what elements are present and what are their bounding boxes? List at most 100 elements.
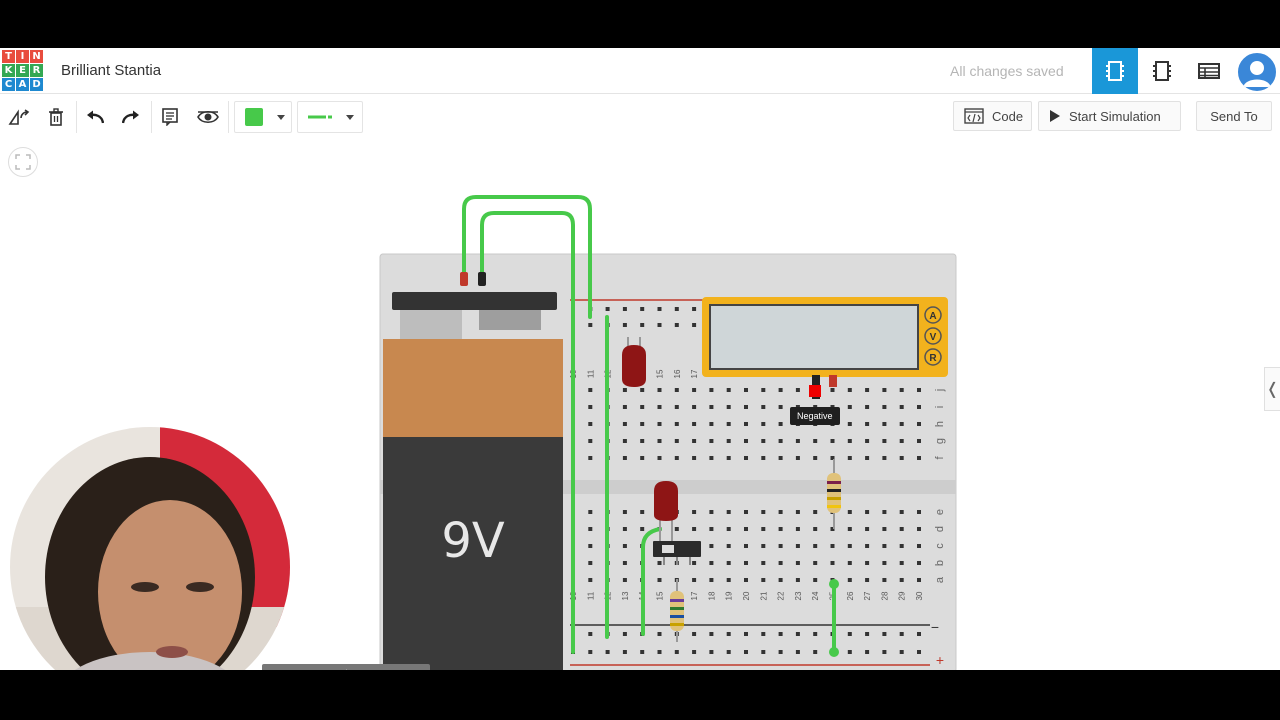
breadboard-hole[interactable] [692, 422, 697, 426]
schematic-view-button[interactable] [1139, 48, 1185, 94]
breadboard-hole[interactable] [847, 527, 852, 531]
breadboard-hole[interactable] [917, 650, 921, 654]
breadboard-hole[interactable] [882, 456, 887, 460]
breadboard-hole[interactable] [917, 632, 921, 636]
breadboard-hole[interactable] [761, 510, 766, 514]
breadboard-hole[interactable] [640, 388, 645, 392]
breadboard-hole[interactable] [640, 650, 645, 654]
breadboard-hole[interactable] [657, 578, 662, 582]
breadboard-hole[interactable] [795, 650, 800, 654]
breadboard-hole[interactable] [674, 650, 679, 654]
breadboard-hole[interactable] [709, 527, 714, 531]
breadboard-hole[interactable] [692, 527, 697, 531]
breadboard-hole[interactable] [761, 632, 766, 636]
breadboard-hole[interactable] [692, 510, 697, 514]
breadboard-hole[interactable] [657, 561, 662, 565]
breadboard-hole[interactable] [622, 388, 627, 392]
breadboard-hole[interactable] [761, 650, 766, 654]
breadboard-hole[interactable] [726, 422, 731, 426]
breadboard-hole[interactable] [865, 544, 870, 548]
breadboard-hole[interactable] [865, 650, 870, 654]
breadboard-hole[interactable] [830, 388, 835, 392]
breadboard-hole[interactable] [709, 632, 714, 636]
breadboard-hole[interactable] [813, 632, 818, 636]
breadboard-hole[interactable] [882, 561, 887, 565]
breadboard-hole[interactable] [865, 527, 870, 531]
breadboard-hole[interactable] [847, 388, 852, 392]
breadboard-hole[interactable] [778, 561, 783, 565]
breadboard-hole[interactable] [622, 561, 627, 565]
breadboard-hole[interactable] [899, 388, 904, 392]
wire-endpoint[interactable] [829, 579, 839, 589]
breadboard-hole[interactable] [882, 650, 887, 654]
breadboard-hole[interactable] [744, 527, 748, 531]
breadboard-hole[interactable] [709, 544, 714, 548]
breadboard-hole[interactable] [674, 439, 679, 443]
breadboard-hole[interactable] [709, 510, 714, 514]
breadboard-hole[interactable] [692, 632, 697, 636]
delete-button[interactable] [42, 105, 70, 129]
breadboard-hole[interactable] [795, 578, 800, 582]
breadboard-hole[interactable] [744, 422, 748, 426]
breadboard-hole[interactable] [795, 439, 800, 443]
breadboard-hole[interactable] [588, 510, 593, 514]
breadboard-hole[interactable] [692, 456, 697, 460]
breadboard-hole[interactable] [622, 307, 627, 311]
breadboard-hole[interactable] [813, 561, 818, 565]
breadboard-hole[interactable] [588, 422, 593, 426]
breadboard-hole[interactable] [640, 439, 645, 443]
breadboard-hole[interactable] [640, 527, 645, 531]
breadboard-hole[interactable] [622, 527, 627, 531]
breadboard-hole[interactable] [657, 307, 662, 311]
breadboard-hole[interactable] [605, 650, 610, 654]
breadboard-hole[interactable] [778, 439, 783, 443]
breadboard-hole[interactable] [692, 561, 697, 565]
breadboard-hole[interactable] [813, 544, 818, 548]
breadboard-hole[interactable] [622, 544, 627, 548]
breadboard-hole[interactable] [674, 323, 679, 327]
breadboard-hole[interactable] [882, 405, 887, 409]
breadboard-hole[interactable] [917, 510, 921, 514]
breadboard-hole[interactable] [692, 388, 697, 392]
breadboard-hole[interactable] [761, 527, 766, 531]
breadboard-hole[interactable] [622, 456, 627, 460]
breadboard-hole[interactable] [882, 439, 887, 443]
send-to-button[interactable]: Send To [1196, 101, 1272, 131]
breadboard-hole[interactable] [778, 405, 783, 409]
breadboard-hole[interactable] [588, 388, 593, 392]
breadboard-hole[interactable] [588, 632, 593, 636]
led-red-top[interactable] [622, 337, 646, 387]
breadboard-hole[interactable] [622, 578, 627, 582]
breadboard-hole[interactable] [657, 632, 662, 636]
breadboard-hole[interactable] [622, 510, 627, 514]
breadboard-hole[interactable] [622, 650, 627, 654]
breadboard-hole[interactable] [917, 456, 921, 460]
breadboard-hole[interactable] [899, 578, 904, 582]
breadboard-hole[interactable] [761, 439, 766, 443]
select-tool-button[interactable] [262, 664, 304, 670]
breadboard-hole[interactable] [899, 405, 904, 409]
breadboard-hole[interactable] [917, 439, 921, 443]
breadboard-hole[interactable] [917, 388, 921, 392]
breadboard-hole[interactable] [830, 439, 835, 443]
breadboard-hole[interactable] [622, 405, 627, 409]
breadboard-hole[interactable] [847, 422, 852, 426]
breadboard-hole[interactable] [709, 578, 714, 582]
breadboard-hole[interactable] [813, 456, 818, 460]
breadboard-hole[interactable] [899, 527, 904, 531]
breadboard-hole[interactable] [778, 388, 783, 392]
breadboard-hole[interactable] [761, 405, 766, 409]
breadboard-hole[interactable] [761, 561, 766, 565]
breadboard-hole[interactable] [692, 439, 697, 443]
breadboard-hole[interactable] [674, 456, 679, 460]
breadboard-hole[interactable] [917, 405, 921, 409]
resistor-bottom[interactable] [670, 579, 684, 642]
breadboard-hole[interactable] [640, 456, 645, 460]
breadboard-hole[interactable] [778, 544, 783, 548]
breadboard-hole[interactable] [847, 510, 852, 514]
breadboard-hole[interactable] [588, 544, 593, 548]
breadboard-hole[interactable] [640, 422, 645, 426]
breadboard-hole[interactable] [795, 561, 800, 565]
breadboard-hole[interactable] [726, 650, 731, 654]
breadboard-hole[interactable] [847, 544, 852, 548]
